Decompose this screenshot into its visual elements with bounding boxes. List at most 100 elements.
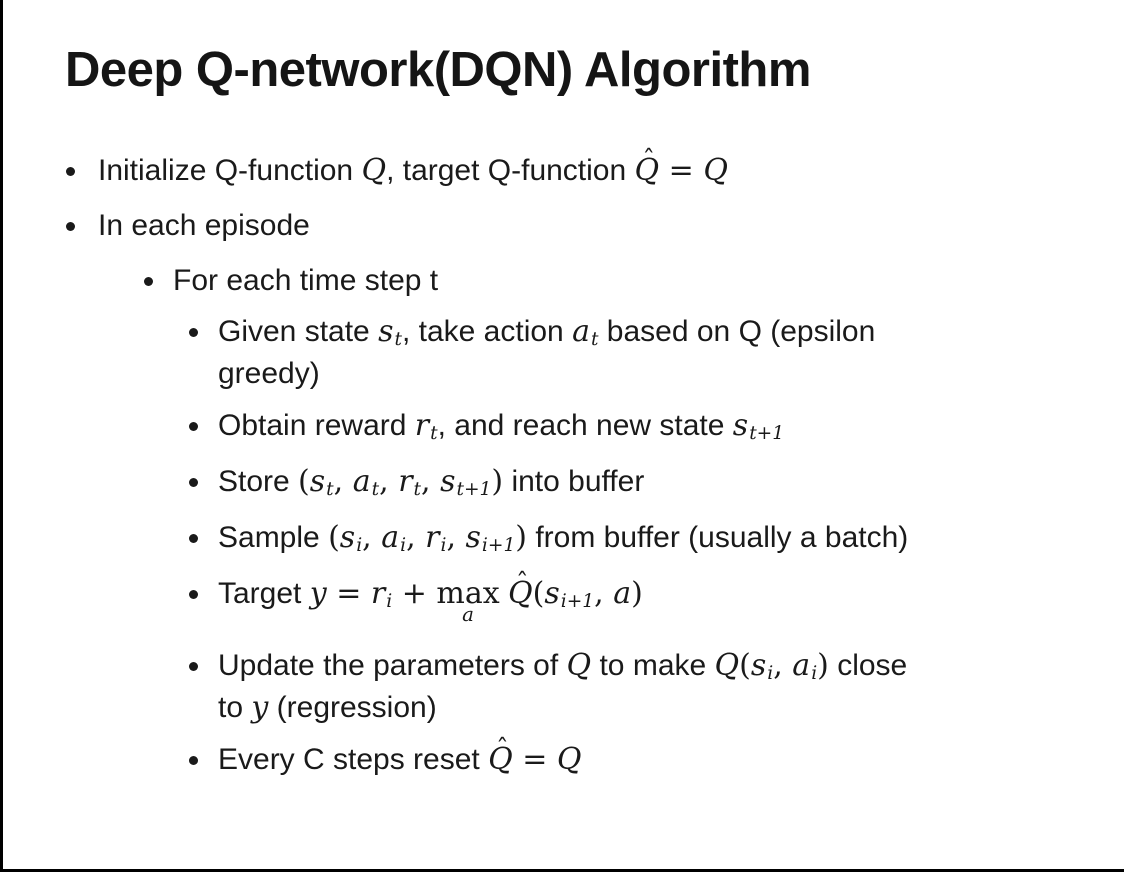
math-sub: t+1 xyxy=(456,478,492,500)
math-symbol: , xyxy=(333,464,353,499)
bullet-item: Obtain reward rt, and reach new state st… xyxy=(3,407,1104,449)
math-var: a xyxy=(613,576,632,611)
slide-title: Deep Q-network(DQN) Algorithm xyxy=(65,43,811,97)
math-sub: i+1 xyxy=(481,534,516,556)
math-var: y xyxy=(251,690,269,725)
math-var: ai xyxy=(792,648,818,684)
bullet-dot xyxy=(189,422,198,431)
math-sub: i+1 xyxy=(560,590,595,612)
bullet-item: Store (st, at, rt, st+1) into buffer xyxy=(3,463,1104,505)
math-symbol: ) xyxy=(817,648,829,683)
text-run: Every C steps reset xyxy=(218,743,489,776)
math-var: y xyxy=(309,576,327,611)
math-var: rt xyxy=(414,408,438,444)
text-run: greedy) xyxy=(218,357,320,390)
math-sub: t+1 xyxy=(749,422,785,444)
math-var: st xyxy=(309,464,334,500)
text-run: For each time step t xyxy=(173,264,439,297)
math-sub: t xyxy=(371,478,380,500)
math-sub: t xyxy=(430,422,438,444)
math-symbol: , xyxy=(379,464,399,499)
text-run: , take action xyxy=(401,315,573,348)
math-sub: i xyxy=(386,590,393,612)
math-sub: i xyxy=(767,662,774,684)
text-run: In each episode xyxy=(98,209,310,242)
text-run: Store xyxy=(218,465,299,498)
math-var: si+1 xyxy=(544,576,595,612)
math-symbol: ( xyxy=(532,576,545,611)
math-var: ri xyxy=(370,576,393,612)
math-sub: t xyxy=(394,328,402,350)
text-run: from buffer (usually a batch) xyxy=(527,521,909,554)
text-run: close xyxy=(828,649,908,682)
math-symbol: ) xyxy=(515,520,527,555)
math-symbol: = xyxy=(659,153,704,188)
bullet-dot xyxy=(189,756,198,765)
text-run: , target Q-function xyxy=(386,154,635,187)
bullet-dot xyxy=(66,167,75,176)
math-var: si xyxy=(750,648,774,684)
math-symbol: , xyxy=(446,520,466,555)
math-var: si xyxy=(339,520,363,556)
math-symbol: , xyxy=(406,520,426,555)
math-symbol: ( xyxy=(739,648,751,683)
text-run: (regression) xyxy=(268,691,437,724)
hat-accent: ˆ xyxy=(515,567,529,598)
bullet-item: Sample (si, ai, ri, si+1) from buffer (u… xyxy=(3,519,1104,561)
bullet-dot xyxy=(189,478,198,487)
math-symbol: , xyxy=(594,576,614,611)
math-symbol: ( xyxy=(328,520,340,555)
math-symbol: ) xyxy=(491,464,504,499)
text-run: Update the parameters of xyxy=(218,649,567,682)
bullet-list: Initialize Q-function Q, target Q-functi… xyxy=(3,145,1104,793)
bullet-dot xyxy=(189,662,198,671)
text-run: Given state xyxy=(218,315,379,348)
text-run: Target xyxy=(218,577,310,610)
math-var: Q xyxy=(703,153,728,188)
bullet-item: For each time step t xyxy=(3,262,1104,300)
math-var: si+1 xyxy=(465,520,516,556)
text-run: to xyxy=(218,691,252,724)
math-symbol: , xyxy=(773,648,793,683)
math-symbol: ( xyxy=(298,464,310,499)
text-run: into buffer xyxy=(503,465,645,498)
text-run: based on Q (epsilon xyxy=(598,315,876,348)
math-symbol: = xyxy=(512,742,557,777)
bullet-dot xyxy=(189,534,198,543)
math-symbol: , xyxy=(421,464,441,499)
bullet-dot xyxy=(189,590,198,599)
math-symbol: = xyxy=(326,576,371,611)
math-sub: i xyxy=(356,534,363,556)
math-var: at xyxy=(352,464,380,500)
bullet-dot xyxy=(189,328,198,337)
math-var: ai xyxy=(381,520,407,556)
math-var: st+1 xyxy=(440,464,492,500)
math-var: Q xyxy=(566,648,592,683)
math-var: Q xyxy=(714,648,740,683)
bullet-item: Update the parameters of Q to make Q(si,… xyxy=(3,647,1104,727)
bullet-item: Initialize Q-function Q, target Q-functi… xyxy=(3,145,1104,190)
text-run: Obtain reward xyxy=(218,409,415,442)
math-var: st+1 xyxy=(732,408,785,444)
math-var: rt xyxy=(398,464,422,500)
text-run xyxy=(500,577,508,610)
math-sub: t xyxy=(326,478,334,500)
text-run: to make xyxy=(591,649,715,682)
text-run: , and reach new state xyxy=(437,409,733,442)
math-var: Q xyxy=(361,153,387,188)
math-symbol: ) xyxy=(631,576,643,611)
math-var: at xyxy=(572,314,599,350)
math-symbol: , xyxy=(362,520,382,555)
bullet-dot xyxy=(66,222,75,231)
text-run: Initialize Q-function xyxy=(98,154,362,187)
bullet-item: Given state st, take action at based on … xyxy=(3,313,1104,393)
bullet-item: In each episode xyxy=(3,207,1104,245)
math-var: ri xyxy=(425,520,447,556)
